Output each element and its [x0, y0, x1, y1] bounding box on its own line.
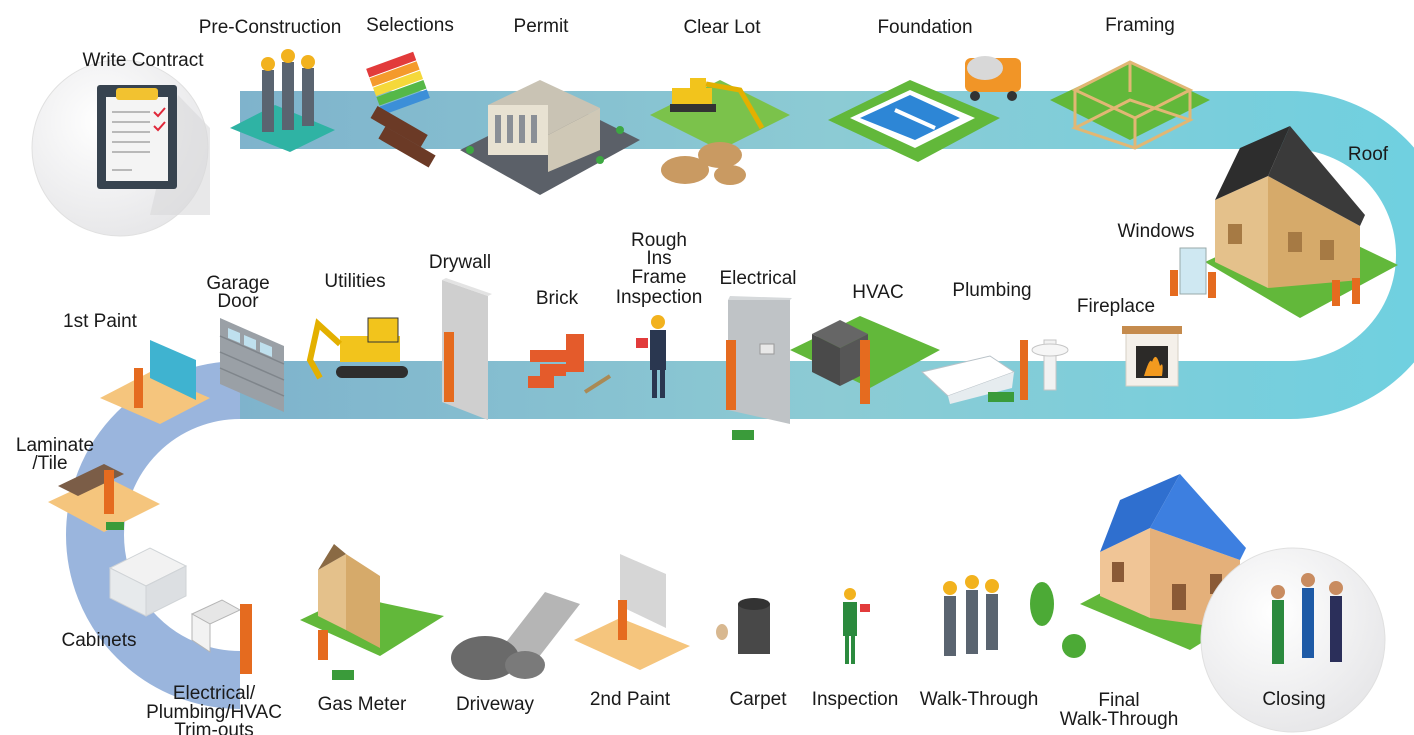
- gas-meter-icon: [300, 544, 444, 680]
- label-pre-construction: Pre-Construction: [199, 17, 342, 38]
- label-windows: Windows: [1117, 221, 1194, 242]
- laminate-tile-icon: [48, 464, 160, 532]
- label-permit: Permit: [514, 16, 570, 37]
- first-paint-icon: [100, 340, 210, 424]
- label-electrical: Electrical: [719, 268, 796, 289]
- trim-outs-icon: [190, 599, 252, 674]
- label-write-contract: Write Contract: [82, 50, 204, 71]
- label-hvac: HVAC: [852, 282, 903, 303]
- label-foundation: Foundation: [877, 17, 972, 38]
- label-selections: Selections: [366, 15, 454, 36]
- label-framing: Framing: [1105, 15, 1175, 36]
- label-cabinets: Cabinets: [62, 630, 137, 651]
- electrical-icon: [726, 296, 792, 440]
- label-walk-through: Walk-Through: [920, 689, 1039, 710]
- framing-icon: [1050, 60, 1210, 150]
- label-garage-door-1: Garage: [206, 273, 269, 294]
- driveway-icon: [451, 592, 580, 680]
- label-rough-ins-3: Frame: [632, 267, 687, 288]
- label-laminate-2: /Tile: [32, 453, 67, 474]
- inspection-icon: [843, 588, 870, 664]
- label-trimouts-1: Electrical/: [173, 683, 256, 704]
- write-contract-icon: [31, 59, 210, 237]
- label-carpet: Carpet: [729, 689, 787, 710]
- label-gas-meter: Gas Meter: [318, 694, 407, 715]
- label-driveway: Driveway: [456, 694, 535, 715]
- selections-icon: [366, 51, 436, 168]
- fireplace-icon: [1122, 326, 1182, 387]
- label-rough-ins-2: Ins: [646, 248, 671, 269]
- roof-icon: [1205, 126, 1398, 318]
- carpet-icon: [716, 598, 770, 654]
- label-final-walk-2: Walk-Through: [1060, 709, 1179, 730]
- label-second-paint: 2nd Paint: [590, 689, 671, 710]
- stage-labels: Write Contract Pre-Construction Selectio…: [16, 15, 1389, 735]
- cabinets-icon: [108, 547, 188, 617]
- label-garage-door-2: Door: [217, 291, 259, 312]
- label-inspection: Inspection: [812, 689, 899, 710]
- label-utilities: Utilities: [324, 271, 385, 292]
- label-first-paint: 1st Paint: [63, 311, 138, 332]
- walk-through-icon: [943, 575, 1086, 658]
- garage-door-icon: [219, 318, 285, 412]
- windows-icon: [1170, 247, 1360, 306]
- closing-icon: [1200, 547, 1386, 733]
- hvac-icon: [790, 316, 940, 404]
- rough-ins-inspector-icon: [636, 315, 666, 398]
- label-drywall: Drywall: [429, 252, 491, 273]
- plumbing-icon: [920, 339, 1069, 404]
- label-roof: Roof: [1348, 144, 1389, 165]
- label-closing: Closing: [1262, 689, 1325, 710]
- second-paint-icon: [574, 554, 690, 670]
- label-clear-lot: Clear Lot: [683, 17, 761, 38]
- label-rough-ins-1: Rough: [631, 230, 687, 251]
- label-final-walk-1: Final: [1098, 690, 1139, 711]
- label-trimouts-3: Trim-outs: [174, 720, 254, 735]
- clear-lot-icon: [650, 78, 790, 185]
- brick-icon: [528, 334, 612, 394]
- label-brick: Brick: [536, 288, 579, 309]
- label-trimouts-2: Plumbing/HVAC: [146, 702, 282, 723]
- permit-icon: [460, 80, 640, 195]
- label-fireplace: Fireplace: [1077, 296, 1155, 317]
- drywall-icon: [442, 278, 492, 420]
- utilities-icon: [306, 317, 408, 380]
- pre-construction-icon: [230, 49, 335, 152]
- label-plumbing: Plumbing: [952, 280, 1031, 301]
- label-rough-ins-4: Inspection: [616, 287, 703, 308]
- foundation-icon: [828, 56, 1021, 162]
- final-walk-through-icon: [1080, 474, 1270, 650]
- label-laminate-1: Laminate: [16, 435, 94, 456]
